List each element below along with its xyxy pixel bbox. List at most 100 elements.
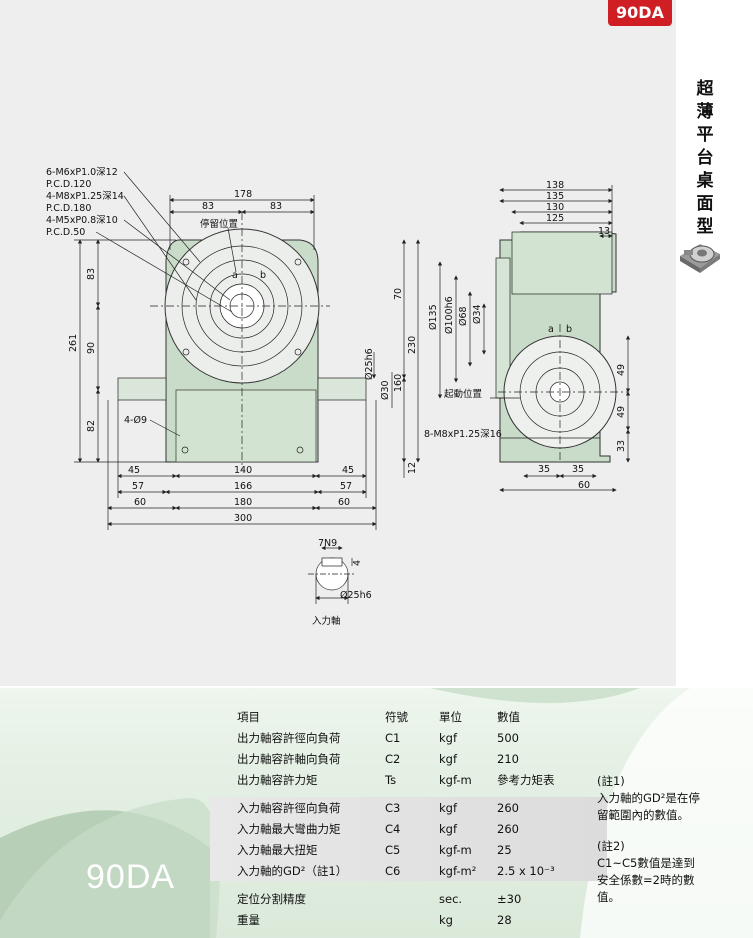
- header-cell: 項目: [237, 709, 260, 724]
- spec-table: 項目 符號 單位 數值 出力軸容許徑向負荷 C1 kgf 500 出力軸容許軸向…: [210, 706, 607, 930]
- cell: 重量: [237, 912, 260, 927]
- dim-83v: 83: [86, 268, 97, 280]
- dim-60r: 60: [338, 497, 350, 508]
- cell: Ts: [385, 772, 397, 787]
- title-char: 桌: [696, 171, 714, 191]
- cell: 入力軸的GD²（註1）: [237, 863, 348, 878]
- table-row: 入力軸最大扭矩 C5 kgf-m 25: [210, 839, 607, 860]
- callout-1: 6-M6xP1.0深12: [46, 167, 118, 178]
- cell: C5: [385, 842, 401, 857]
- cell: C6: [385, 863, 401, 878]
- dim-178: 178: [234, 189, 252, 200]
- dim-49a: 49: [616, 364, 627, 376]
- notes: (註1) 入力軸的GD²是在停 留範圍內的數值。 (註2) C1~C5數值是達到…: [597, 773, 717, 906]
- title-char: 台: [696, 148, 714, 168]
- cell: C3: [385, 800, 401, 815]
- table-header: 項目 符號 單位 數值: [210, 706, 607, 727]
- shaft-4: 4: [352, 560, 363, 566]
- cell: 出力軸容許力矩: [237, 772, 318, 787]
- dim-57l: 57: [132, 481, 144, 492]
- table-row: 入力軸容許徑向負荷 C3 kgf 260: [210, 797, 607, 818]
- cell: 定位分割精度: [237, 891, 306, 906]
- table-row: 入力軸最大彎曲力矩 C4 kgf 260: [210, 818, 607, 839]
- table-row: 出力軸容許徑向負荷 C1 kgf 500: [210, 727, 607, 748]
- dim-33: 33: [616, 440, 627, 452]
- callout-4: P.C.D.180: [46, 203, 91, 214]
- title-char: 平: [696, 125, 714, 145]
- dim-230: 230: [407, 336, 418, 354]
- dim-125: 125: [546, 213, 564, 224]
- dim-70: 70: [393, 288, 404, 300]
- header-cell: 數值: [497, 709, 520, 724]
- table-row: 出力軸容許力矩 Ts kgf-m 參考力矩表: [210, 769, 607, 790]
- cell: C1: [385, 730, 401, 745]
- cell: 入力軸最大扭矩: [237, 842, 318, 857]
- callout-6: P.C.D.50: [46, 227, 85, 238]
- cell: ±30: [497, 891, 522, 906]
- cell: 260: [497, 800, 519, 815]
- dim-25h6: Ø25h6: [364, 348, 375, 380]
- cell: kgf-m²: [439, 863, 477, 878]
- dim-45l: 45: [128, 465, 140, 476]
- cell: 210: [497, 751, 519, 766]
- header-cell: 符號: [385, 709, 408, 724]
- shaft-label: 入力軸: [312, 615, 341, 627]
- cell: 出力軸容許軸向負荷: [237, 751, 341, 766]
- dim-13: 13: [598, 226, 610, 237]
- model-badge: 90DA: [608, 0, 672, 26]
- dim-160: 160: [393, 374, 404, 392]
- note-line: 入力軸的GD²是在停: [597, 791, 700, 805]
- note-line: (註2): [597, 839, 625, 853]
- side-strip: [676, 0, 753, 686]
- dim-135: 135: [546, 191, 564, 202]
- label-b: b: [260, 270, 266, 281]
- start-position-label: 起動位置: [444, 388, 482, 400]
- header-cell: 單位: [439, 709, 462, 724]
- cell: 參考力矩表: [497, 772, 555, 787]
- dim-57r: 57: [340, 481, 352, 492]
- spec-model-label: 90DA: [86, 858, 176, 896]
- cell: [385, 888, 439, 909]
- cell: 25: [497, 842, 512, 857]
- hole-label: 4-Ø9: [124, 415, 147, 426]
- table-row: 定位分割精度 sec. ±30: [210, 888, 607, 909]
- cell: kgf-m: [439, 842, 472, 857]
- technical-drawing: 6-M6xP1.0深12 P.C.D.120 4-M8xP1.25深14 P.C…: [46, 167, 631, 627]
- note-line: 值。: [597, 890, 620, 904]
- dim-12: 12: [407, 462, 418, 474]
- cell: 出力軸容許徑向負荷: [237, 730, 341, 745]
- dim-45r: 45: [342, 465, 354, 476]
- tap-label: 8-M8xP1.25深16: [424, 429, 502, 440]
- cell: kgf: [439, 730, 458, 745]
- cell: kgf: [439, 800, 458, 815]
- note-line: (註1): [597, 774, 625, 788]
- label-a: a: [232, 270, 238, 281]
- dim-68: Ø68: [458, 306, 469, 326]
- cell: C2: [385, 751, 401, 766]
- cell: 2.5 x 10⁻³: [497, 863, 555, 878]
- dim-261: 261: [68, 334, 79, 352]
- dim-138: 138: [546, 180, 564, 191]
- side-label-b: b: [566, 324, 572, 335]
- cell: 260: [497, 821, 519, 836]
- dim-60l: 60: [134, 497, 146, 508]
- cell: 入力軸容許徑向負荷: [237, 800, 341, 815]
- dim-166: 166: [234, 481, 252, 492]
- cell: kg: [439, 912, 453, 927]
- cell: 入力軸最大彎曲力矩: [237, 821, 341, 836]
- cell: C4: [385, 821, 401, 836]
- dim-34: Ø34: [472, 304, 483, 324]
- table-row: 重量 kg 28: [210, 909, 607, 930]
- spec-section: [0, 688, 753, 938]
- title-char: 薄: [696, 102, 714, 122]
- note-line: 安全係數=2時的數: [597, 873, 695, 887]
- callout-2: P.C.D.120: [46, 179, 91, 190]
- cell: 500: [497, 730, 519, 745]
- vertical-title: 超 薄 平 台 桌 面 型: [690, 78, 720, 239]
- callout-5: 4-M5xP0.8深10: [46, 215, 118, 226]
- dim-135-dia: Ø135: [428, 304, 439, 330]
- cell: kgf: [439, 751, 458, 766]
- dim-82v: 82: [86, 420, 97, 432]
- side-label-a: a: [548, 324, 554, 335]
